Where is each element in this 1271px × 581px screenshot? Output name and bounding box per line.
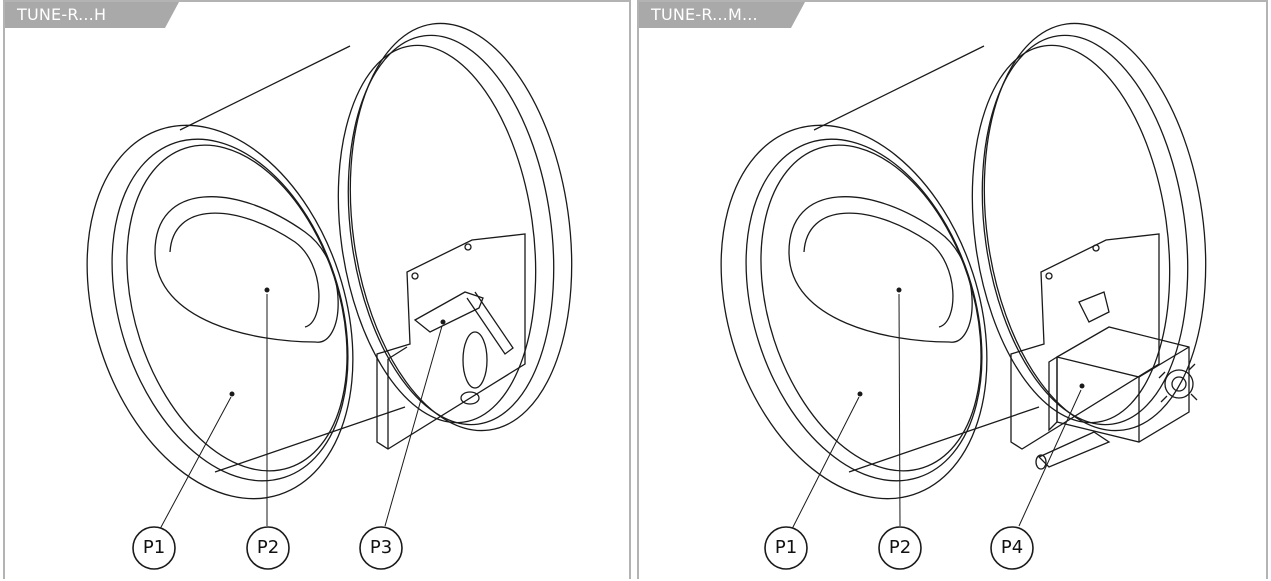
leader-p2 — [898, 293, 901, 527]
point-p3 — [440, 319, 446, 325]
front-ring-outer — [720, 124, 988, 500]
front-ring-outer — [86, 124, 354, 500]
callout-circle-p1 — [764, 526, 808, 570]
callout-p2: P2 — [888, 537, 912, 558]
leader-p4 — [1018, 389, 1082, 527]
callout-p3: P3 — [369, 537, 393, 558]
damper-blade — [154, 196, 339, 343]
point-p1 — [857, 391, 863, 397]
panel-tune-r-m: TUNE-R...M... — [637, 0, 1268, 579]
leader-p1 — [791, 396, 860, 530]
actuator-knob — [1164, 369, 1194, 399]
callout-circle-p4 — [990, 526, 1034, 570]
callout-p1: P1 — [774, 537, 798, 558]
point-p2 — [896, 287, 902, 293]
panel-tag: TUNE-R...M... — [639, 2, 805, 28]
rear-ring-inner — [981, 34, 1189, 426]
rear-ring-outer — [349, 22, 573, 432]
leader-p3 — [384, 325, 443, 527]
point-p4 — [1079, 383, 1085, 389]
body-bottom-edge — [848, 406, 1040, 473]
callout-circle-p1 — [132, 526, 176, 570]
point-p2 — [264, 287, 270, 293]
body-bottom-edge — [214, 406, 406, 473]
callout-p1: P1 — [142, 537, 166, 558]
body-top-edge — [179, 45, 351, 131]
callout-p2: P2 — [256, 537, 280, 558]
rear-ring-outer — [983, 22, 1207, 432]
rear-ring-inner — [347, 34, 555, 426]
lever — [413, 291, 484, 333]
callout-circle-p2 — [246, 526, 290, 570]
damper-drawing — [720, 22, 1207, 570]
front-ring-inner — [745, 138, 983, 482]
mounting-plate — [1010, 233, 1160, 450]
damper-drawing — [86, 22, 573, 570]
actuator-box — [1056, 326, 1190, 443]
leader-p1 — [159, 396, 232, 530]
body-top-edge — [813, 45, 985, 131]
callout-p4: P4 — [1000, 537, 1024, 558]
point-p1 — [229, 391, 235, 397]
panel-tune-r-h: TUNE-R...H — [3, 0, 631, 579]
actuator-cable — [1037, 431, 1111, 468]
front-ring-inner — [111, 138, 349, 482]
callout-circle-p3 — [359, 526, 403, 570]
callout-circle-p2 — [878, 526, 922, 570]
damper-blade — [788, 196, 973, 343]
mounting-plate — [376, 233, 526, 450]
panel-tag: TUNE-R...H — [5, 2, 179, 28]
